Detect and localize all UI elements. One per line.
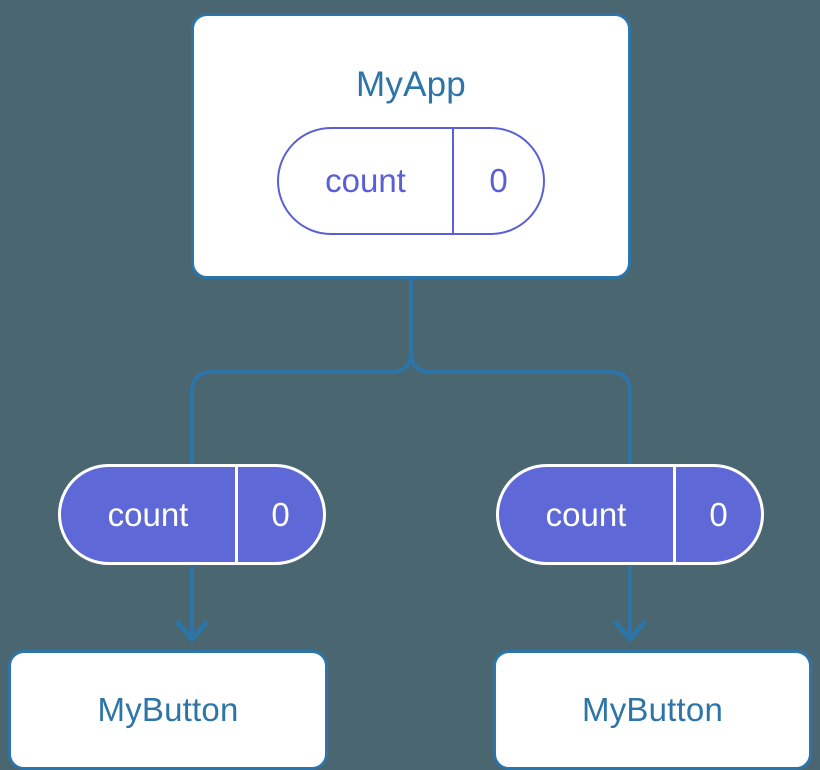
component-node-mybutton-left[interactable]: MyButton — [8, 650, 328, 770]
component-title-myapp: MyApp — [356, 65, 466, 104]
connector-branch-left — [190, 350, 413, 464]
component-node-mybutton-right[interactable]: MyButton — [493, 650, 812, 770]
component-title-mybutton-left: MyButton — [97, 691, 239, 728]
state-pill-branch-left-key: count — [107, 495, 189, 533]
state-pill-root[interactable]: count 0 — [277, 127, 545, 235]
state-pill-branch-right-value: 0 — [673, 467, 761, 562]
connector-branch-right — [409, 350, 632, 464]
arrow-down-icon — [613, 620, 647, 642]
state-pill-root-value: 0 — [452, 129, 543, 233]
state-pill-root-key: count — [325, 162, 406, 199]
state-pill-branch-right-key: count — [545, 495, 627, 533]
state-pill-branch-left[interactable]: count 0 — [58, 464, 326, 565]
component-title-mybutton-right: MyButton — [582, 691, 723, 728]
arrow-down-icon — [175, 620, 209, 642]
state-pill-branch-right[interactable]: count 0 — [496, 464, 764, 565]
state-pill-branch-left-value: 0 — [235, 467, 323, 562]
